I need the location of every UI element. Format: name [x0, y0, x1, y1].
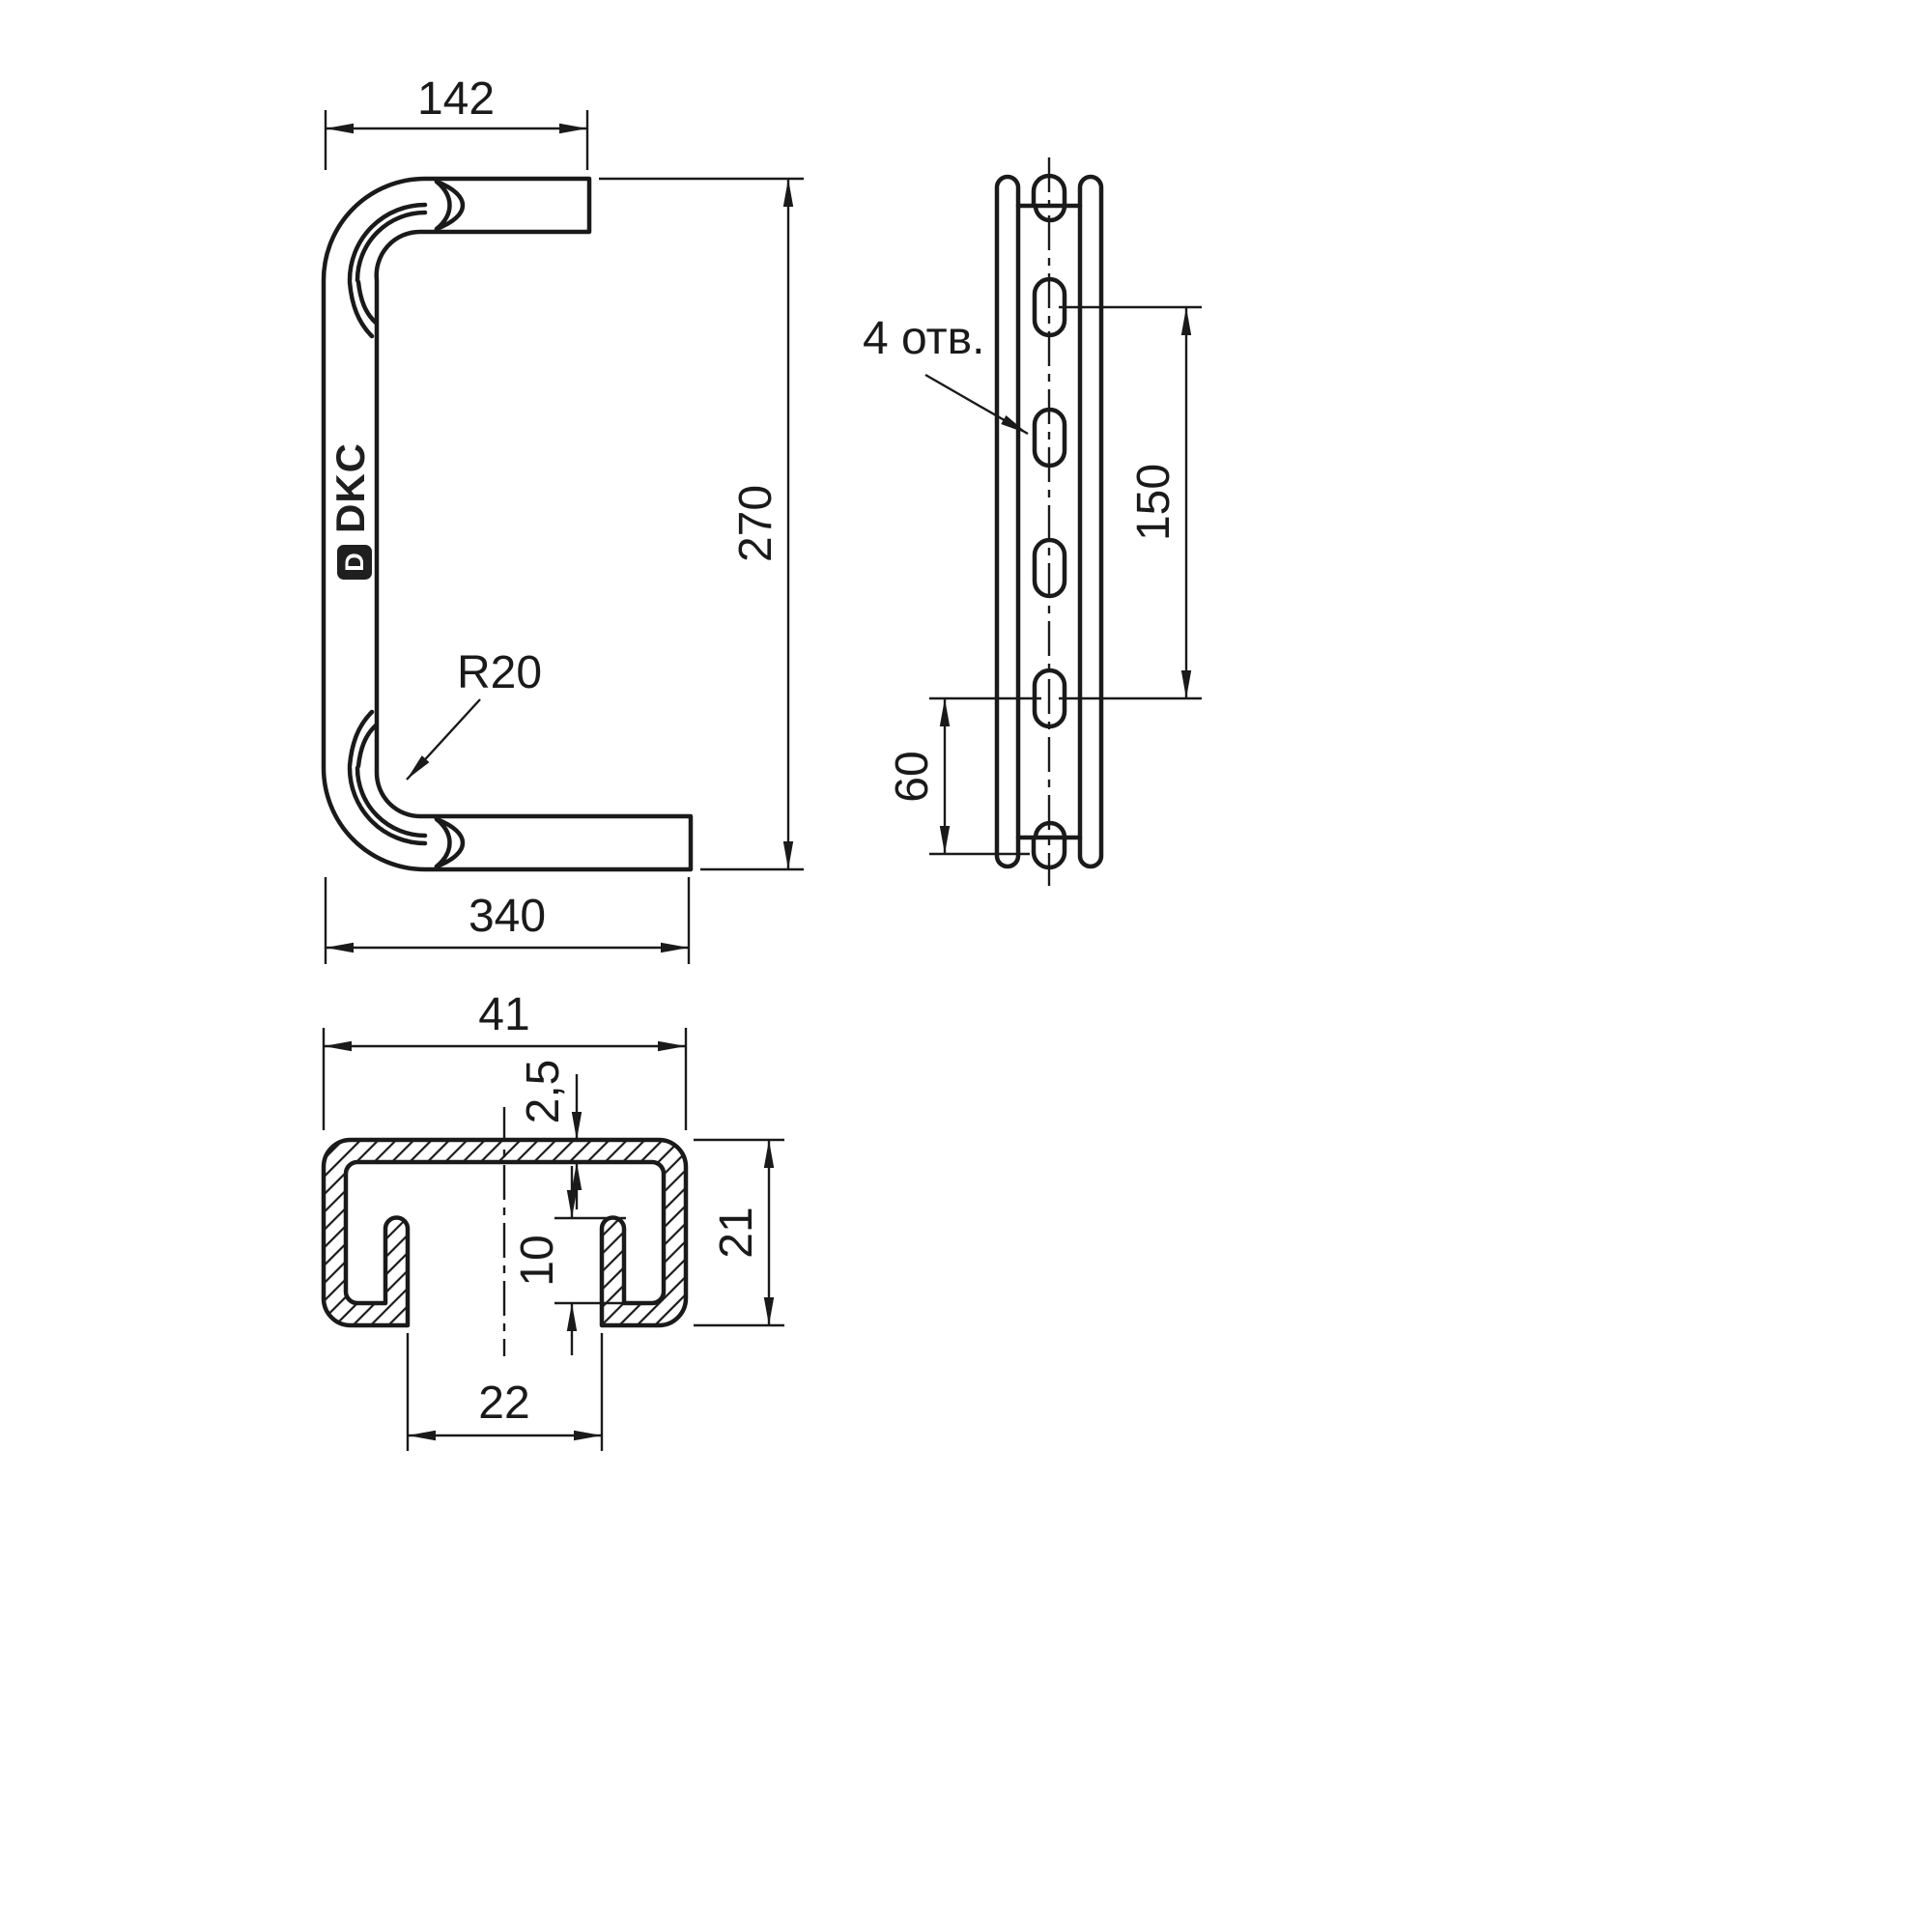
dim-340: 340 [324, 877, 691, 964]
dim-60-label: 60 [887, 751, 938, 802]
side-view: D DKC 142 270 340 R20 [321, 73, 804, 964]
dkc-logo-icon [337, 545, 372, 580]
bend-fade-top-1 [347, 279, 375, 339]
bottom-half-slot [1033, 820, 1067, 840]
bend-fade-top-2 [355, 279, 379, 326]
section-view: 41 2,5 10 21 22 [321, 989, 784, 1451]
bottom-arm-cap-curve-outer [434, 816, 466, 869]
dim-60: 60 [887, 696, 1041, 856]
bottom-tab [1031, 835, 1067, 870]
slot [1032, 407, 1067, 469]
dim-2-5-label: 2,5 [518, 1060, 569, 1124]
front-view: 4 отв. 150 60 [863, 157, 1202, 886]
dim-21-label: 21 [711, 1207, 762, 1258]
dim-10: 10 [512, 1166, 649, 1355]
top-arm-cap-curve-inner [434, 179, 452, 232]
dkc-logo: D DKC [327, 442, 373, 580]
dim-270-label: 270 [730, 485, 781, 562]
bottom-arm-cap-curve-inner [434, 816, 452, 869]
dim-142: 142 [324, 73, 589, 170]
holes-callout: 4 отв. [863, 313, 1029, 436]
bend-line-bottom-outer [347, 765, 428, 846]
bracket-outline [321, 176, 694, 872]
leader-line [406, 698, 481, 781]
dim-2-5: 2,5 [518, 1060, 582, 1209]
slot [1032, 537, 1067, 599]
radius-label: R20 [457, 647, 542, 698]
dim-150-label: 150 [1128, 464, 1179, 541]
dim-10-label: 10 [512, 1235, 563, 1286]
dim-340-label: 340 [469, 891, 546, 942]
bend-fade-bottom-1 [347, 709, 375, 769]
bend-line-bottom-inner [355, 765, 428, 838]
top-half-slot [1033, 203, 1067, 223]
left-flange [994, 174, 1021, 869]
dim-21: 21 [694, 1138, 784, 1327]
leader-line [924, 373, 1029, 436]
dim-22: 22 [406, 1333, 604, 1451]
top-tab [1031, 173, 1067, 209]
bend-line-top-outer [347, 202, 428, 283]
dkc-logo-icon-letter: D [340, 553, 369, 572]
dkc-logo-text: DKC [327, 442, 373, 533]
top-arm-cap-curve-outer [434, 179, 466, 232]
bend-fade-bottom-2 [355, 723, 379, 769]
dim-22-label: 22 [478, 1378, 529, 1429]
right-flange [1077, 174, 1104, 869]
bend-line-top-inner [355, 210, 428, 283]
section-profile [321, 1137, 689, 1328]
dim-142-label: 142 [417, 73, 495, 125]
dim-270: 270 [599, 177, 804, 871]
dim-41-label: 41 [478, 989, 529, 1040]
dim-41: 41 [322, 989, 688, 1130]
radius-callout: R20 [406, 647, 542, 781]
dim-150: 150 [1059, 305, 1202, 700]
holes-label: 4 отв. [863, 313, 985, 364]
